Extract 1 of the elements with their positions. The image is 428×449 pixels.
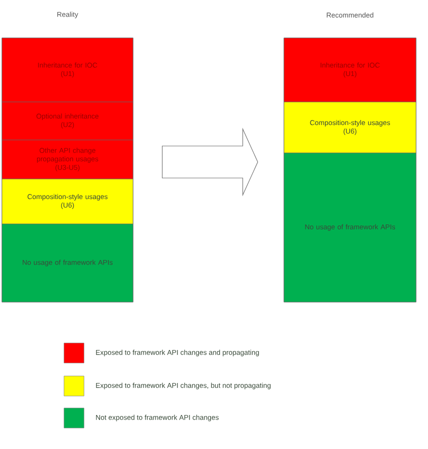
block-arrow <box>162 128 258 196</box>
